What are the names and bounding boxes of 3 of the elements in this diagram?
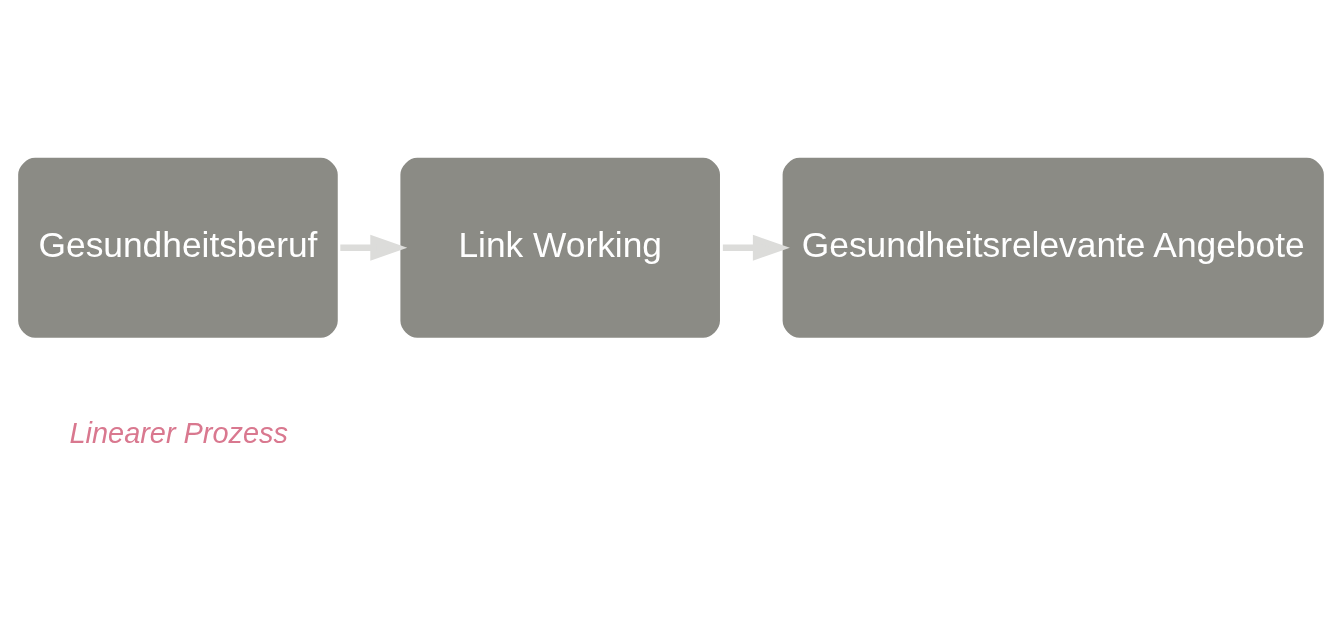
arrow <box>340 234 408 261</box>
label: Linearer Prozess <box>69 416 288 449</box>
arrow <box>722 234 790 261</box>
